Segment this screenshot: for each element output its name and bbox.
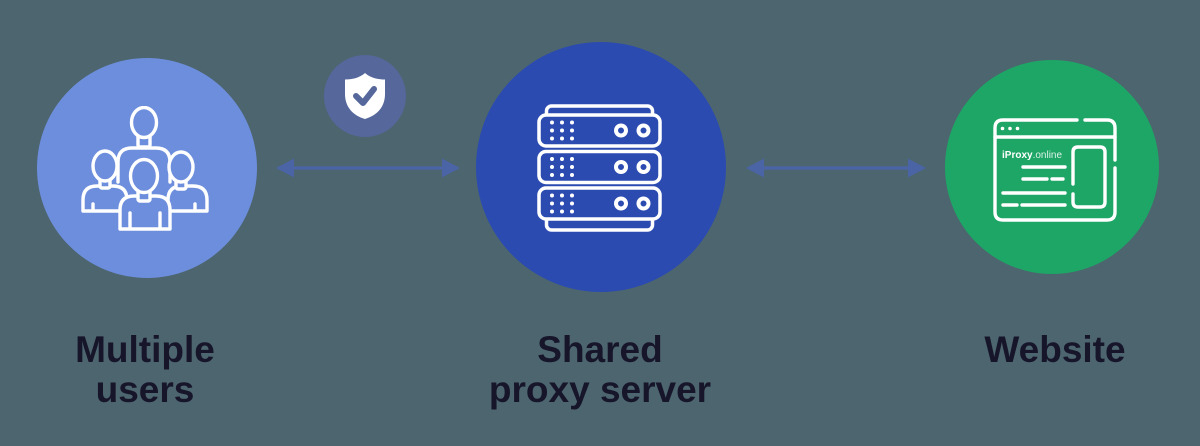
proxy-server-label: Shared proxy server	[488, 329, 712, 410]
double-arrow-icon-left	[276, 158, 460, 178]
server-stack-icon	[537, 104, 662, 232]
browser-window-icon: iProxy.online	[993, 118, 1117, 222]
check-mark	[353, 86, 377, 106]
server-ports	[614, 123, 651, 211]
browser-dots	[1000, 126, 1020, 131]
website-label: Website	[984, 329, 1126, 370]
browser-brand-text: iProxy.online	[1002, 150, 1062, 161]
users-circle	[37, 58, 257, 278]
shield-check-icon	[345, 73, 385, 119]
double-arrow-icon-right	[746, 158, 926, 178]
server-dots	[550, 120, 574, 214]
website-circle: iProxy.online	[945, 60, 1159, 274]
users-group-icon	[81, 106, 209, 231]
browser-side-panel	[1071, 145, 1107, 209]
shield-badge	[324, 55, 406, 137]
users-label: Multiple users	[75, 329, 215, 410]
proxy-server-circle	[476, 42, 726, 292]
